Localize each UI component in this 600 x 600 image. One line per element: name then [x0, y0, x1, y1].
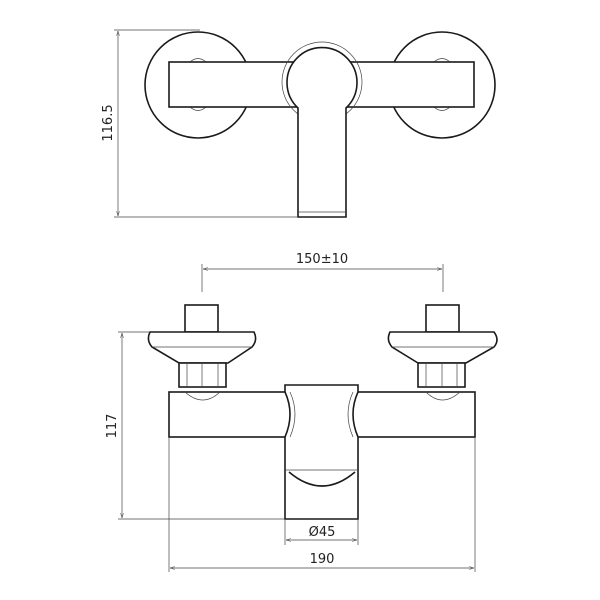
top-height-label: 116.5 — [101, 104, 116, 141]
front-height-label: 117 — [105, 414, 120, 439]
left-inlet — [147, 304, 257, 388]
width-label: 190 — [310, 552, 335, 567]
front-view: 150±10 117 — [105, 252, 498, 572]
lever-handle — [286, 46, 358, 218]
left-nut — [178, 362, 227, 388]
left-flange — [147, 331, 257, 364]
top-view: 116.5 — [101, 29, 496, 218]
center-cartridge-block — [284, 384, 359, 520]
right-nut — [417, 362, 466, 388]
outlet-diameter-label: Ø45 — [309, 525, 336, 540]
inlet-spacing-label: 150±10 — [296, 252, 348, 267]
spout-outlet-curve — [288, 471, 356, 487]
right-flange — [387, 331, 498, 364]
right-inlet — [387, 304, 498, 388]
